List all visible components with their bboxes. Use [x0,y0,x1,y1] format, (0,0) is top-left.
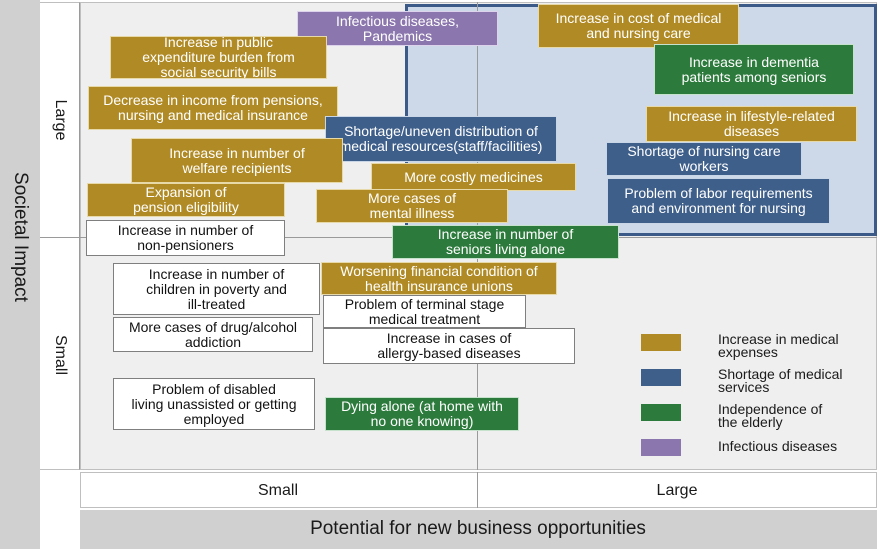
item-medical-resources-shortage: Shortage/uneven distribution of medical … [325,116,557,162]
x-level-large: Large [656,482,698,499]
item-costly-medicines: More costly medicines [371,163,576,191]
legend-label-independence-elderly: Independence of the elderly [718,401,823,430]
item-infectious-diseases: Infectious diseases, Pandemics [297,11,498,46]
y-level-small: Small [52,334,69,376]
y-axis-title: Societal Impact [10,172,31,302]
item-disabled-living: Problem of disabled living unassisted or… [113,378,315,430]
item-dying-alone: Dying alone (at home with no one knowing… [325,397,519,431]
item-allergy-diseases: Increase in cases of allergy-based disea… [323,328,575,364]
item-drug-alcohol-addiction: More cases of drug/alcohol addiction [113,317,313,352]
legend-swatch-infectious-diseases [641,439,681,456]
item-lifestyle-diseases: Increase in lifestyle-related diseases [646,106,857,142]
legend-swatch-medical-services [641,369,681,386]
x-level-small: Small [257,482,299,499]
legend-swatch-independence-elderly [641,404,681,421]
y-axis-levels-column [40,2,80,470]
y-level-large: Large [52,99,69,141]
item-health-insurance-unions: Worsening financial condition of health … [321,262,557,295]
item-terminal-stage-treatment: Problem of terminal stage medical treatm… [323,295,526,328]
item-mental-illness: More cases of mental illness [316,189,508,223]
legend-swatch-medical-expenses [641,334,681,351]
item-dementia-patients: Increase in dementia patients among seni… [654,44,854,95]
item-nursing-workers-shortage: Shortage of nursing care workers [606,142,802,176]
item-cost-medical-nursing: Increase in cost of medical and nursing … [538,4,739,48]
x-axis-levels-row [80,472,877,508]
item-pension-income-decrease: Decrease in income from pensions, nursin… [88,86,338,130]
item-seniors-living-alone: Increase in number of seniors living alo… [392,225,619,259]
legend-label-medical-expenses: Increase in medical expenses [718,331,839,360]
x-axis-levels-divider [477,472,478,508]
item-public-expenditure: Increase in public expenditure burden fr… [110,36,327,79]
y-axis-title-bar [0,0,40,549]
legend-label-medical-services: Shortage of medical services [718,366,843,395]
item-nursing-labor-problem: Problem of labor requirements and enviro… [607,178,830,224]
legend-label-infectious-diseases: Infectious diseases [718,438,838,454]
item-non-pensioners: Increase in number of non-pensioners [86,220,285,256]
item-children-poverty: Increase in number of children in povert… [113,263,320,315]
item-pension-eligibility: Expansion of pension eligibility [87,183,285,217]
item-welfare-recipients: Increase in number of welfare recipients [131,138,343,183]
x-axis-title-bar [80,510,877,549]
x-axis-title: Potential for new business opportunities [310,518,646,539]
